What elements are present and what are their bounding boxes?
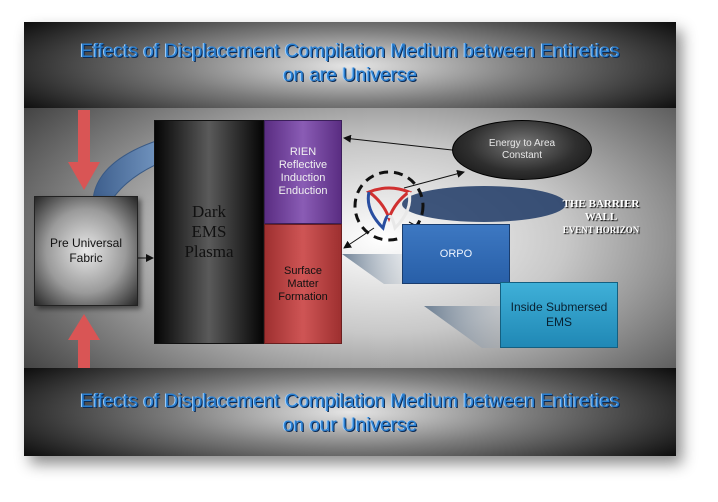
barrier-line3: EVENT HORIZON	[562, 225, 640, 235]
inside-submersed-ems-box: Inside Submersed EMS	[500, 282, 618, 348]
arrow-energy-to-rien	[343, 134, 453, 151]
pre-universal-line2: Fabric	[69, 251, 103, 265]
surface-line3: Formation	[278, 290, 328, 303]
inside-line1: Inside Submersed	[510, 300, 608, 314]
rien-line4: Enduction	[278, 185, 328, 197]
inside-shadow	[424, 306, 502, 348]
surface-matter-formation-box: Surface Matter Formation	[264, 224, 342, 344]
energy-line1: Energy to Area	[488, 138, 556, 149]
bottom-title: Effects of Displacement Compilation Medi…	[24, 390, 676, 438]
top-title-band	[24, 22, 676, 110]
surface-line2: Matter	[287, 277, 319, 290]
pre-universal-fabric-box: Pre Universal Fabric	[34, 196, 138, 306]
diagram-slide: Effects of Displacement Compilation Medi…	[24, 22, 676, 456]
dashed-circle	[353, 170, 425, 242]
barrier-wall-label: THE BARRIER WALL EVENT HORIZON	[542, 198, 660, 237]
surface-line1: Surface	[284, 264, 322, 277]
pre-universal-line1: Pre Universal	[49, 236, 123, 250]
top-title-line2: on are Universe	[282, 65, 418, 86]
orpo-label: ORPO	[439, 248, 473, 260]
dark-line1: Dark	[192, 202, 226, 221]
orpo-shadow	[342, 254, 404, 284]
red-arrow-up	[68, 314, 100, 368]
barrier-ellipse	[402, 186, 566, 222]
arrow-circle-to-energy	[403, 169, 465, 189]
orpo-box: ORPO	[402, 224, 510, 284]
barrier-line2: WALL	[584, 211, 618, 223]
dark-line3: Plasma	[184, 242, 234, 261]
bottom-title-band	[24, 368, 676, 456]
dark-ems-plasma-box: Dark EMS Plasma	[154, 120, 264, 344]
inside-line2: EMS	[545, 315, 572, 329]
rien-line1: RIEN	[289, 146, 317, 158]
tri-petal-symbol	[365, 186, 413, 231]
rien-line2: Reflective	[278, 159, 328, 171]
bottom-title-line1: Effects of Displacement Compilation Medi…	[80, 391, 620, 412]
diagram-graphics	[68, 110, 566, 368]
dark-line2: EMS	[191, 222, 227, 241]
rien-box: RIEN Reflective Induction Enduction	[264, 120, 342, 224]
barrier-line1: THE BARRIER	[562, 198, 640, 210]
energy-to-area-constant-ellipse: Energy to Area Constant	[452, 120, 592, 180]
bottom-title-line2: on our Universe	[282, 415, 418, 436]
energy-line2: Constant	[501, 150, 543, 161]
rien-line3: Induction	[280, 172, 326, 184]
red-arrow-down	[68, 110, 100, 190]
arrow-circle-to-surface	[343, 227, 375, 249]
top-title-line1: Effects of Displacement Compilation Medi…	[80, 41, 620, 62]
top-title: Effects of Displacement Compilation Medi…	[24, 40, 676, 88]
